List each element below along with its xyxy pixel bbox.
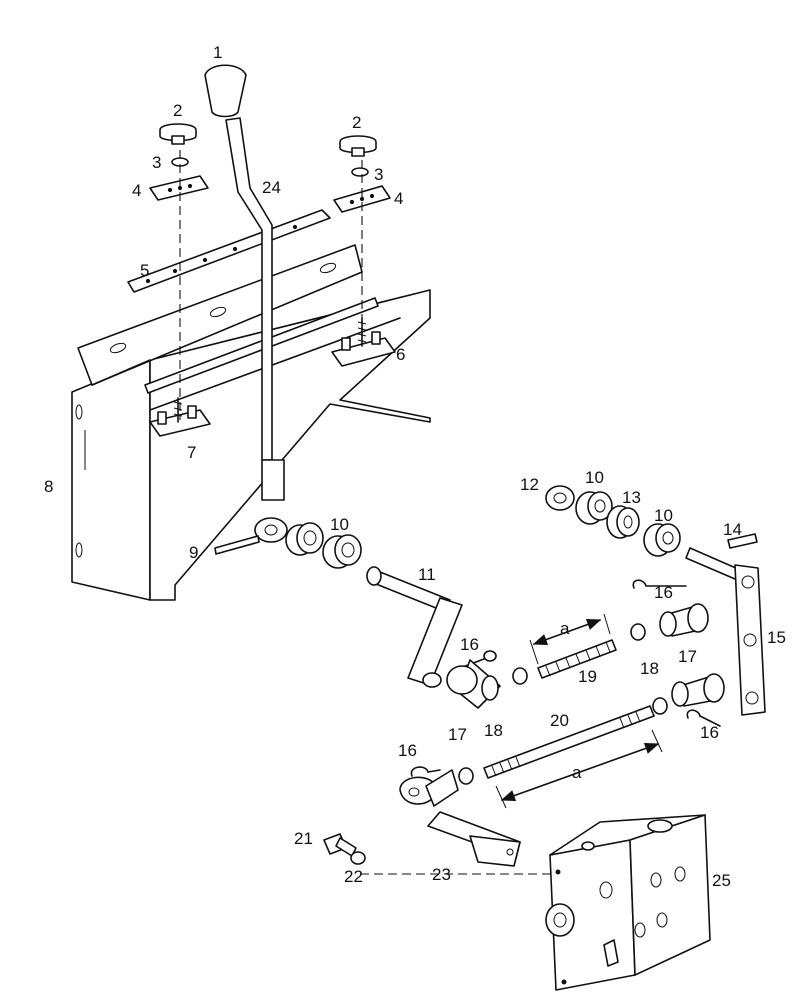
label-18a: 18 [640, 659, 659, 678]
stud-plate-6 [331, 317, 396, 367]
ball-joint-17b [659, 603, 709, 637]
washer-22 [350, 851, 366, 865]
crank-arm-11 [366, 566, 463, 688]
label-25: 25 [712, 871, 731, 890]
ball-joint-17c [671, 673, 725, 707]
label-2b: 2 [352, 113, 361, 132]
label-16b: 16 [460, 635, 479, 654]
label-18b: 18 [484, 721, 503, 740]
clip-16b [632, 579, 687, 589]
threaded-rod-19 [537, 639, 617, 679]
lever-knob [204, 64, 247, 118]
bushing-10a [285, 522, 324, 556]
valve-block-25 [545, 814, 711, 991]
bushing-10c [575, 491, 613, 525]
bracket-23 [427, 811, 521, 867]
knob-right [339, 135, 377, 157]
label-5: 5 [140, 261, 149, 280]
knob-left [159, 123, 197, 145]
label-2a: 2 [173, 101, 182, 120]
stud-plate-7 [149, 397, 211, 437]
label-16c: 16 [700, 723, 719, 742]
clip-16c [686, 709, 721, 727]
label-13: 13 [622, 488, 641, 507]
ball-joint-17a [446, 659, 501, 709]
nut-18b [630, 623, 646, 641]
label-24: 24 [262, 178, 281, 197]
label-10c: 10 [654, 506, 673, 525]
label-3a: 3 [152, 153, 161, 172]
label-8: 8 [44, 477, 53, 496]
label-10b: 10 [585, 468, 604, 487]
label-15: 15 [767, 628, 786, 647]
dimension-arrow-long [500, 742, 660, 802]
label-23: 23 [432, 865, 451, 884]
threaded-rod-20 [483, 705, 655, 779]
label-10a: 10 [330, 515, 349, 534]
label-1: 1 [213, 43, 222, 62]
label-17b: 17 [448, 725, 467, 744]
crank-arm-15 [685, 547, 766, 716]
part-labels: 1 2 2 3 3 4 4 24 5 6 7 8 9 10 11 12 10 1… [44, 43, 786, 890]
label-22: 22 [344, 867, 363, 886]
bushing-10d [643, 523, 681, 557]
plate-right [333, 185, 391, 213]
nut-18d [458, 767, 474, 785]
label-3b: 3 [374, 165, 383, 184]
label-14: 14 [723, 520, 742, 539]
spring-washer-13 [606, 505, 640, 539]
dimension-arrow-short [532, 619, 602, 645]
label-4b: 4 [394, 189, 403, 208]
label-11: 11 [418, 565, 436, 584]
label-16a: 16 [654, 583, 673, 602]
bracket-housing [71, 244, 431, 601]
label-12: 12 [520, 475, 539, 494]
nut-18c [652, 697, 668, 715]
label-a-short: a [560, 619, 570, 638]
ball-joint-17d [399, 769, 459, 807]
plate-left [149, 175, 209, 201]
label-9: 9 [189, 543, 198, 562]
label-16d: 16 [398, 741, 417, 760]
label-4a: 4 [132, 181, 141, 200]
label-6: 6 [396, 345, 405, 364]
bushing-10b [322, 534, 362, 569]
clip-16d [410, 766, 441, 777]
pin-14 [727, 533, 758, 549]
label-20: 20 [550, 711, 569, 730]
bolt-21 [323, 833, 357, 857]
label-21: 21 [294, 829, 313, 848]
label-7: 7 [187, 443, 196, 462]
shift-lever [225, 117, 288, 543]
label-19: 19 [578, 667, 597, 686]
nut-18a [512, 667, 528, 685]
label-17a: 17 [678, 647, 697, 666]
washer-12 [545, 485, 575, 511]
label-a-long: a [572, 763, 582, 782]
pin-9 [214, 535, 260, 555]
washer-right [351, 167, 369, 177]
